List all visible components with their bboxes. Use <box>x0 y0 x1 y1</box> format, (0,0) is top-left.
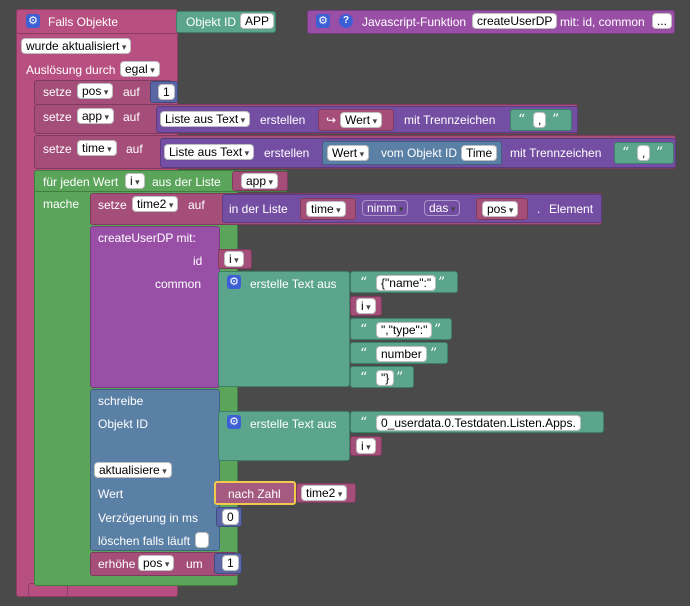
text-item-1-value[interactable]: {"name":" <box>376 275 437 291</box>
set-time2-dot-label: . <box>537 202 541 216</box>
call-create-id-label: id <box>193 254 203 268</box>
set-time-separator-label: mit Trennzeichen <box>510 146 602 160</box>
close-quote-icon: ” <box>438 275 446 291</box>
open-quote-icon: “ <box>518 112 526 128</box>
for-each-label: für jeden Wert <box>43 175 119 189</box>
set-pos-setze-label: setze <box>43 85 72 99</box>
event-ausloesung-dropdown[interactable]: egal <box>120 61 160 77</box>
for-each-list-label: aus der Liste <box>152 175 221 189</box>
close-quote-icon: ” <box>434 322 442 338</box>
set-time-setze-label: setze <box>43 142 72 156</box>
set-app-wert-dropdown[interactable]: Wert <box>340 112 383 128</box>
set-time2-list-get-block[interactable] <box>222 194 602 223</box>
text-item-2-dropdown[interactable]: i <box>356 298 376 314</box>
set-time-vom-objekt-label: vom Objekt ID <box>381 146 458 160</box>
for-each-mache-label: mache <box>43 197 80 211</box>
common-text-join-block[interactable] <box>218 271 350 387</box>
write-schreibe-label: schreibe <box>98 394 144 408</box>
event-ausloesung-label: Auslösung durch <box>26 63 116 77</box>
set-app-var-dropdown[interactable]: app <box>77 108 115 124</box>
event-title: Falls Objekte <box>48 15 119 29</box>
write-delay-value[interactable]: 0 <box>222 509 239 525</box>
set-time2-setze-label: setze <box>98 198 127 212</box>
close-quote-icon: ” <box>396 370 404 386</box>
set-app-list-op-dropdown[interactable]: Liste aus Text <box>160 111 251 127</box>
set-time2-index-dropdown[interactable]: pos <box>482 201 519 217</box>
event-trigger-dropdown[interactable]: wurde aktualisiert <box>21 38 132 54</box>
text-item-4-value[interactable]: number <box>376 346 427 362</box>
for-each-var-dropdown[interactable]: i <box>125 173 145 189</box>
set-pos-value[interactable]: 1 <box>158 84 175 100</box>
set-app-separator-value[interactable]: , <box>533 112 547 128</box>
increment-var-dropdown[interactable]: pos <box>138 555 175 571</box>
function-params-label: mit: id, common <box>560 15 645 29</box>
write-path-text-value[interactable]: 0_userdata.0.Testdaten.Listen.Apps. <box>376 415 581 431</box>
set-time2-list-var-dropdown[interactable]: time <box>306 201 346 217</box>
return-arrow-icon: ↪ <box>326 113 337 127</box>
write-mode-dropdown[interactable]: aktualisiere <box>94 462 172 478</box>
for-each-list-var-dropdown[interactable]: app <box>241 173 279 189</box>
call-create-id-var-dropdown[interactable]: i <box>224 251 244 267</box>
set-time-wert-dropdown[interactable]: Wert <box>327 145 370 161</box>
set-time-object-id-value[interactable]: Time <box>461 145 498 161</box>
set-time2-auf-label: auf <box>188 198 205 212</box>
open-quote-icon: “ <box>360 415 368 431</box>
call-create-label: createUserDP mit: <box>98 231 196 245</box>
set-time-erstellen-label: erstellen <box>264 146 310 160</box>
open-quote-icon: “ <box>360 370 368 386</box>
write-clear-checkbox[interactable] <box>195 532 209 548</box>
open-quote-icon: “ <box>360 346 368 362</box>
write-clear-label: löschen falls läuft <box>98 534 191 548</box>
set-time-separator-value[interactable]: , <box>637 145 651 161</box>
increment-label: erhöhe <box>98 557 136 571</box>
to-number-label: nach Zahl <box>228 487 281 501</box>
close-quote-icon: ” <box>552 112 560 128</box>
set-pos-var-dropdown[interactable]: pos <box>77 83 114 99</box>
increment-value[interactable]: 1 <box>222 555 239 571</box>
set-app-auf-label: auf <box>123 110 140 124</box>
open-quote-icon: “ <box>622 145 630 161</box>
function-gear-icon[interactable]: ⚙ <box>316 14 330 28</box>
set-time2-in-list-label: in der Liste <box>229 202 288 216</box>
set-time2-nimm-dropdown[interactable]: nimm <box>362 200 409 216</box>
write-var-dropdown[interactable]: i <box>356 438 376 454</box>
function-label: Javascript-Funktion <box>362 15 467 29</box>
set-app-erstellen-label: erstellen <box>260 113 306 127</box>
function-params-button[interactable]: ... <box>652 13 673 29</box>
close-quote-icon: ” <box>430 346 438 362</box>
write-text-join-label: erstelle Text aus <box>250 417 337 431</box>
function-name-field[interactable]: createUserDP <box>472 13 558 29</box>
event-object-id-value[interactable]: APP <box>240 13 275 29</box>
set-time-auf-label: auf <box>126 142 143 156</box>
to-number-block[interactable] <box>214 481 296 505</box>
set-time-list-op-dropdown[interactable]: Liste aus Text <box>164 144 255 160</box>
set-time2-var-dropdown[interactable]: time2 <box>132 196 179 212</box>
increment-um-label: um <box>186 557 203 571</box>
close-quote-icon: ” <box>656 145 664 161</box>
write-wert-label: Wert <box>98 487 124 501</box>
text-join-gear-icon[interactable]: ⚙ <box>227 415 241 429</box>
event-object-id-label: Objekt ID <box>186 15 237 29</box>
text-item-3-value[interactable]: ","type":" <box>376 322 433 338</box>
call-create-user-dp-block[interactable] <box>90 226 220 388</box>
set-time-var-dropdown[interactable]: time <box>77 140 117 156</box>
set-time2-das-dropdown[interactable]: das <box>424 200 461 216</box>
event-gear-icon[interactable]: ⚙ <box>26 14 40 28</box>
write-object-id-label: Objekt ID <box>98 417 149 431</box>
set-app-setze-label: setze <box>43 110 72 124</box>
text-join-gear-icon[interactable]: ⚙ <box>227 275 241 289</box>
set-app-separator-label: mit Trennzeichen <box>404 113 496 127</box>
call-create-common-label: common <box>155 277 202 291</box>
set-time2-element-label: Element <box>549 202 594 216</box>
text-item-5-value[interactable]: "} <box>376 370 395 386</box>
set-pos-auf-label: auf <box>123 85 140 99</box>
common-text-join-label: erstelle Text aus <box>250 277 337 291</box>
write-value-var-dropdown[interactable]: time2 <box>301 485 348 501</box>
open-quote-icon: “ <box>360 322 368 338</box>
event-block-header[interactable] <box>16 9 178 34</box>
help-icon[interactable]: ? <box>339 14 353 28</box>
write-delay-label: Verzögerung in ms <box>98 511 199 525</box>
open-quote-icon: “ <box>360 275 368 291</box>
